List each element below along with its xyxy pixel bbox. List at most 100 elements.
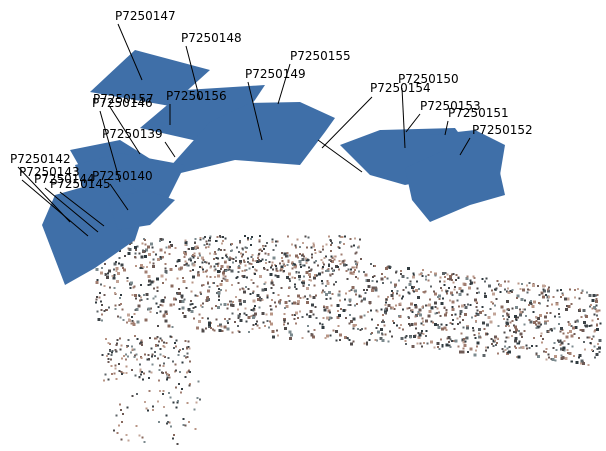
cloud-point bbox=[584, 324, 588, 328]
camera-label-P7250145[interactable]: P7250145 bbox=[50, 177, 111, 191]
cloud-point bbox=[481, 278, 484, 281]
cloud-point bbox=[157, 306, 160, 309]
cloud-point bbox=[446, 273, 449, 276]
cloud-point bbox=[441, 344, 444, 347]
camera-label-P7250148[interactable]: P7250148 bbox=[181, 31, 242, 45]
cloud-point bbox=[165, 341, 168, 344]
cloud-point bbox=[259, 299, 262, 302]
camera-label-P7250154[interactable]: P7250154 bbox=[370, 81, 431, 95]
cloud-point bbox=[375, 339, 378, 342]
camera-label-P7250152[interactable]: P7250152 bbox=[472, 123, 533, 137]
cloud-point bbox=[143, 372, 146, 375]
cloud-point bbox=[252, 291, 255, 294]
camera-label-P7250150[interactable]: P7250150 bbox=[398, 72, 459, 86]
cloud-point bbox=[559, 343, 562, 346]
cloud-point bbox=[239, 312, 241, 315]
camera-label-P7250156[interactable]: P7250156 bbox=[166, 89, 227, 103]
cloud-point bbox=[258, 327, 261, 330]
cloud-point bbox=[128, 248, 132, 251]
camera-label-P7250153[interactable]: P7250153 bbox=[420, 99, 481, 113]
camera-label-P7250146[interactable]: P7250146 bbox=[92, 96, 153, 110]
cloud-point bbox=[359, 315, 363, 319]
cloud-point bbox=[189, 360, 192, 363]
cloud-point bbox=[113, 262, 117, 266]
cloud-point bbox=[473, 298, 477, 302]
cloud-point bbox=[228, 317, 231, 320]
cloud-point bbox=[276, 269, 279, 272]
camera-label-P7250157[interactable]: P7250157 bbox=[93, 92, 154, 106]
camera-label-P7250149[interactable]: P7250149 bbox=[245, 67, 306, 81]
camera-label-P7250155[interactable]: P7250155 bbox=[290, 49, 351, 63]
cloud-point bbox=[264, 287, 268, 291]
cloud-point bbox=[380, 327, 384, 331]
cloud-point bbox=[595, 309, 599, 313]
cloud-point bbox=[547, 320, 550, 323]
cloud-point bbox=[336, 304, 340, 308]
camera-plane-P7250152[interactable] bbox=[405, 150, 505, 222]
cloud-point bbox=[501, 348, 504, 350]
cloud-point bbox=[237, 265, 240, 267]
cloud-point bbox=[155, 343, 157, 346]
cloud-point bbox=[306, 287, 310, 291]
cloud-point bbox=[496, 280, 499, 283]
cloud-point bbox=[483, 280, 486, 283]
cloud-point bbox=[209, 239, 211, 242]
cloud-point bbox=[276, 240, 279, 243]
camera-label-P7250139[interactable]: P7250139 bbox=[102, 127, 163, 141]
cloud-point bbox=[326, 334, 330, 338]
camera-plane-P7250156[interactable] bbox=[140, 85, 265, 145]
cloud-point bbox=[451, 294, 454, 296]
camera-label-P7250143[interactable]: P7250143 bbox=[19, 165, 80, 179]
cloud-point bbox=[275, 329, 278, 332]
cloud-point bbox=[127, 338, 130, 341]
cloud-point bbox=[168, 374, 171, 377]
cloud-point bbox=[184, 424, 187, 427]
cloud-point bbox=[187, 258, 190, 261]
cloud-point bbox=[117, 271, 121, 275]
cloud-point bbox=[469, 304, 472, 307]
cloud-point bbox=[115, 261, 118, 264]
cloud-point bbox=[448, 340, 451, 343]
cloud-point bbox=[570, 303, 573, 306]
cloud-point bbox=[398, 327, 401, 330]
cloud-point bbox=[329, 334, 332, 337]
cloud-point bbox=[538, 325, 541, 328]
cloud-point bbox=[595, 294, 598, 297]
cloud-point bbox=[572, 326, 576, 330]
camera-label-P7250144[interactable]: P7250144 bbox=[34, 172, 95, 186]
cloud-point bbox=[170, 243, 174, 247]
camera-plane-P7250149[interactable] bbox=[160, 102, 335, 178]
cloud-point bbox=[535, 353, 538, 356]
cloud-point bbox=[539, 335, 542, 338]
camera-plane-P7250145[interactable] bbox=[108, 190, 175, 230]
cloud-point bbox=[414, 322, 417, 326]
cloud-point bbox=[188, 347, 191, 350]
cloud-point bbox=[208, 286, 211, 288]
camera-label-P7250140[interactable]: P7250140 bbox=[92, 169, 153, 183]
camera-label-P7250142[interactable]: P7250142 bbox=[10, 152, 71, 166]
cloud-point bbox=[438, 294, 442, 298]
camera-label-P7250147[interactable]: P7250147 bbox=[115, 9, 176, 23]
cloud-point bbox=[333, 269, 336, 272]
cloud-point bbox=[119, 316, 122, 319]
cloud-point bbox=[118, 363, 121, 365]
cloud-point bbox=[170, 284, 174, 288]
cloud-point bbox=[244, 235, 247, 238]
cloud-point bbox=[144, 353, 147, 356]
cloud-point bbox=[237, 314, 241, 318]
cloud-point bbox=[180, 294, 184, 298]
cloud-point bbox=[114, 364, 117, 367]
camera-plane-P7250147[interactable] bbox=[90, 50, 210, 106]
cloud-point bbox=[193, 254, 196, 257]
cloud-point bbox=[126, 277, 129, 280]
cloud-point bbox=[310, 269, 313, 272]
camera-label-P7250151[interactable]: P7250151 bbox=[448, 106, 509, 120]
cloud-point bbox=[258, 260, 261, 263]
cloud-point bbox=[546, 304, 549, 307]
cloud-point bbox=[411, 308, 414, 311]
cloud-point bbox=[355, 266, 358, 269]
cloud-point bbox=[430, 320, 433, 323]
cloud-point bbox=[200, 256, 204, 260]
